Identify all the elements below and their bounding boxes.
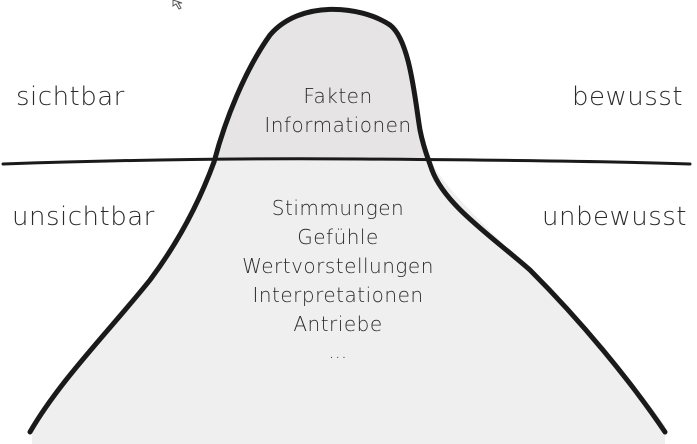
submerged-ellipsis: ... [328,342,348,363]
label-sichtbar: sichtbar [16,82,125,112]
iceberg-tip [214,9,430,160]
submerged-item-stimmungen: Stimmungen [271,196,405,220]
submerged-item-wertvorstellungen: Wertvorstellungen [242,254,434,278]
iceberg-outline-body-right [429,167,668,435]
iceberg-outline-left [211,6,435,173]
submerged-item-gefuehle: Gefühle [297,225,379,249]
iceberg-outline-body-left [27,159,217,435]
submerged-item-interpretationen: Interpretationen [252,283,424,307]
iceberg-submerged-body [32,160,665,444]
mouse-pointer-icon [172,0,183,10]
label-unbewusst: unbewusst [542,202,687,232]
submerged-item-antriebe: Antriebe [293,312,383,336]
waterline [1,157,692,166]
label-bewusst: bewusst [572,82,684,112]
label-unsichtbar: unsichtbar [12,202,155,232]
tip-item-informationen: Informationen [264,113,412,137]
tip-item-fakten: Fakten [303,84,373,108]
